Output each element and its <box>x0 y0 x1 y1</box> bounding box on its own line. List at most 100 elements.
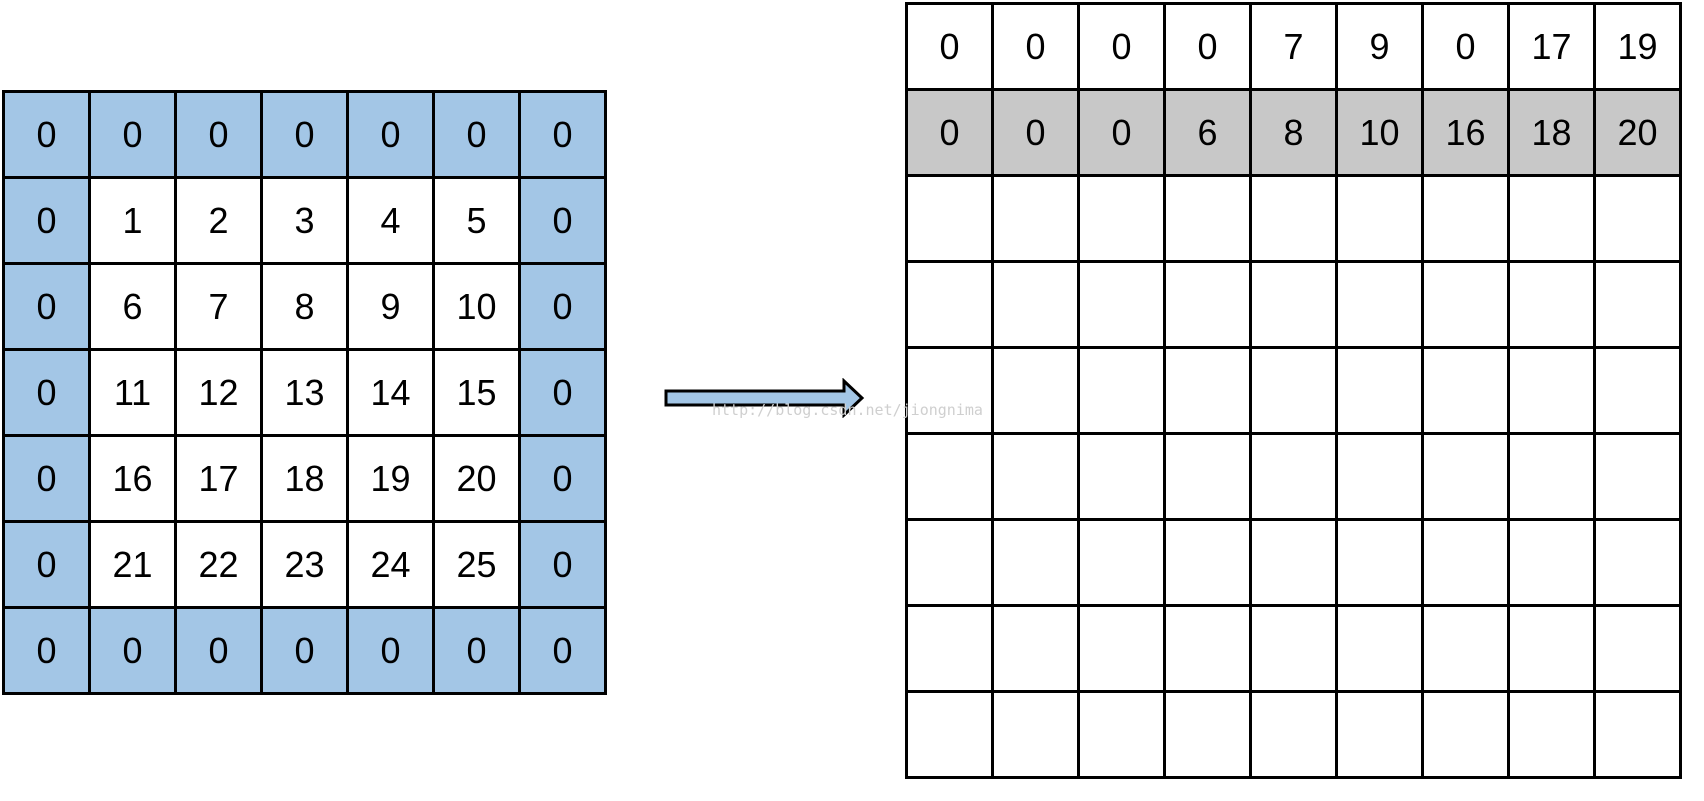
output-row <box>905 346 1682 435</box>
output-cell: 6 <box>1163 88 1252 177</box>
output-cell: 18 <box>1507 88 1596 177</box>
output-cell: 10 <box>1335 88 1424 177</box>
input-cell: 12 <box>174 348 263 437</box>
input-cell: 0 <box>2 606 91 695</box>
output-cell: 0 <box>905 2 994 91</box>
output-cell <box>1421 518 1510 607</box>
output-cell <box>1593 174 1682 263</box>
output-row <box>905 518 1682 607</box>
output-cell <box>991 260 1080 349</box>
output-cell <box>1593 518 1682 607</box>
output-cell <box>1507 346 1596 435</box>
output-cell <box>991 690 1080 779</box>
input-cell: 0 <box>2 434 91 523</box>
output-cell <box>1593 346 1682 435</box>
output-cell: 0 <box>991 88 1080 177</box>
input-cell: 0 <box>2 262 91 351</box>
output-cell <box>1249 518 1338 607</box>
input-cell: 0 <box>346 90 435 179</box>
output-cell <box>991 432 1080 521</box>
input-cell: 9 <box>346 262 435 351</box>
input-cell: 0 <box>260 90 349 179</box>
output-cell: 0 <box>1163 2 1252 91</box>
output-cell <box>1507 174 1596 263</box>
output-cell <box>1077 174 1166 263</box>
input-cell: 0 <box>88 606 177 695</box>
output-cell <box>1163 260 1252 349</box>
output-cell <box>1163 518 1252 607</box>
output-cell <box>1421 346 1510 435</box>
output-cell <box>1593 432 1682 521</box>
output-cell <box>1335 690 1424 779</box>
output-cell <box>1335 346 1424 435</box>
output-cell <box>1507 690 1596 779</box>
input-cell: 21 <box>88 520 177 609</box>
input-cell: 13 <box>260 348 349 437</box>
output-cell <box>905 174 994 263</box>
output-cell <box>1249 432 1338 521</box>
output-cell <box>1507 518 1596 607</box>
input-cell: 0 <box>2 520 91 609</box>
output-cell <box>1249 690 1338 779</box>
input-cell: 18 <box>260 434 349 523</box>
input-cell: 19 <box>346 434 435 523</box>
output-cell <box>1163 604 1252 693</box>
input-cell: 0 <box>518 606 607 695</box>
output-cell <box>1507 604 1596 693</box>
output-cell: 20 <box>1593 88 1682 177</box>
output-cell <box>1249 346 1338 435</box>
output-cell <box>1593 690 1682 779</box>
output-cell <box>1077 432 1166 521</box>
output-cell <box>1421 174 1510 263</box>
output-cell: 0 <box>1077 88 1166 177</box>
output-cell <box>905 346 994 435</box>
input-cell: 0 <box>260 606 349 695</box>
output-cell <box>991 174 1080 263</box>
output-cell: 7 <box>1249 2 1338 91</box>
output-cell <box>1249 260 1338 349</box>
output-cell <box>1421 690 1510 779</box>
output-cell <box>1421 604 1510 693</box>
input-cell: 15 <box>432 348 521 437</box>
output-cell <box>905 432 994 521</box>
output-cell <box>1077 604 1166 693</box>
input-cell: 0 <box>2 348 91 437</box>
output-cell <box>1163 690 1252 779</box>
output-row <box>905 260 1682 349</box>
output-cell <box>1077 346 1166 435</box>
output-cell: 16 <box>1421 88 1510 177</box>
output-cell <box>1421 260 1510 349</box>
output-cell <box>1507 260 1596 349</box>
input-cell: 0 <box>88 90 177 179</box>
input-cell: 0 <box>518 434 607 523</box>
output-cell <box>991 518 1080 607</box>
output-row <box>905 604 1682 693</box>
input-cell: 5 <box>432 176 521 265</box>
input-cell: 0 <box>518 520 607 609</box>
output-row <box>905 690 1682 779</box>
input-cell: 7 <box>174 262 263 351</box>
output-cell <box>1335 260 1424 349</box>
output-cell <box>1163 174 1252 263</box>
output-cell: 0 <box>1077 2 1166 91</box>
output-cell: 0 <box>991 2 1080 91</box>
output-cell: 19 <box>1593 2 1682 91</box>
input-cell: 6 <box>88 262 177 351</box>
output-cell <box>1163 346 1252 435</box>
input-cell: 0 <box>346 606 435 695</box>
input-cell: 17 <box>174 434 263 523</box>
output-cell <box>1593 604 1682 693</box>
output-cell <box>905 260 994 349</box>
